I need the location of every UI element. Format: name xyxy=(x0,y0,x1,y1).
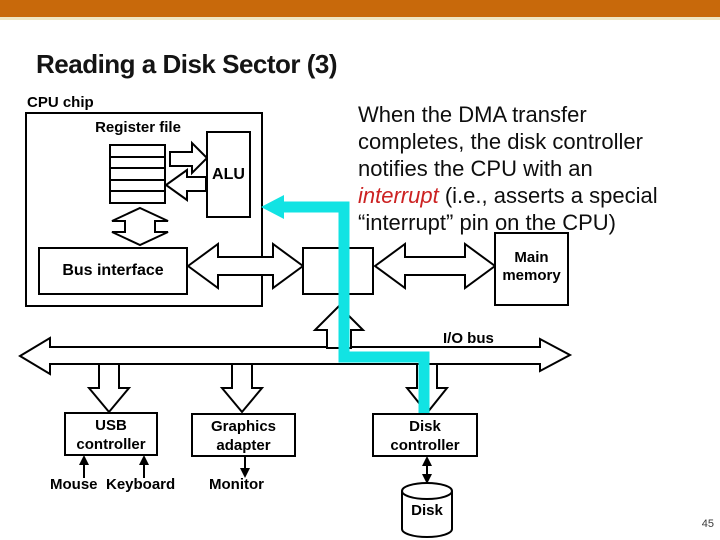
body-text-line: completes, the disk controller xyxy=(358,129,643,154)
monitor-label: Monitor xyxy=(209,476,264,493)
regfile-to-alu-arrow xyxy=(169,140,209,176)
main-memory-line1: Main xyxy=(514,249,549,266)
graphics-adapter-label: Graphics adapter xyxy=(192,417,295,455)
main-memory-label: Main memory xyxy=(495,249,568,285)
disk-link-arrow xyxy=(422,456,432,484)
graphics-adapter-box xyxy=(191,413,296,457)
mouse-label: Mouse xyxy=(50,476,98,493)
body-text-line4-rest: (i.e., asserts a special xyxy=(438,183,658,208)
interrupt-highlight-arrow xyxy=(261,195,430,413)
usb-controller-line1: USB xyxy=(95,417,127,434)
disk-cylinder xyxy=(401,482,453,538)
disk-controller-label: Disk controller xyxy=(373,417,477,455)
keyboard-label: Keyboard xyxy=(106,476,176,493)
alu-label: ALU xyxy=(212,166,245,183)
graphics-adapter-line2: adapter xyxy=(216,437,271,454)
alu-box xyxy=(206,131,251,218)
main-memory-box xyxy=(494,232,569,306)
main-memory-line2: memory xyxy=(502,267,561,284)
body-text-line: “interrupt” pin on the CPU) xyxy=(358,210,616,235)
bus-to-graphics-arrow xyxy=(219,363,265,414)
interrupt-word: interrupt xyxy=(358,183,439,208)
bus-interface-box xyxy=(38,247,188,295)
body-text-line: interrupt (i.e., asserts a special xyxy=(358,182,708,209)
bus-to-usb-arrow xyxy=(86,363,132,414)
regfile-businterface-arrow xyxy=(111,206,169,247)
body-text: When the DMA transfer completes, the dis… xyxy=(358,101,708,236)
mouse-arrow xyxy=(79,455,89,478)
register-file-label: Register file xyxy=(95,119,181,136)
disk-controller-line2: controller xyxy=(390,437,460,454)
register-file-box xyxy=(109,144,166,204)
keyboard-arrow xyxy=(139,455,149,478)
page-number: 45 xyxy=(701,518,714,530)
usb-controller-label: USB controller xyxy=(65,416,157,454)
slide-accent-bar xyxy=(0,0,720,20)
monitor-arrow xyxy=(240,457,250,478)
body-text-line: notifies the CPU with an xyxy=(358,156,593,181)
usb-controller-line2: controller xyxy=(76,436,146,453)
disk-controller-line1: Disk xyxy=(409,418,441,435)
bridge-memory-arrow xyxy=(373,242,497,290)
usb-controller-box xyxy=(64,412,158,456)
io-bus-arrow xyxy=(18,336,573,376)
body-text-line: When the DMA transfer xyxy=(358,102,587,127)
graphics-adapter-line1: Graphics xyxy=(210,418,277,435)
slide-title: Reading a Disk Sector (3) xyxy=(36,49,338,79)
disk-label: Disk xyxy=(411,502,443,519)
io-bus-label: I/O bus xyxy=(443,330,494,347)
bus-interface-label: Bus interface xyxy=(62,262,164,279)
disk-controller-box xyxy=(372,413,478,457)
cpu-chip-label: CPU chip xyxy=(27,94,94,111)
io-bridge-box xyxy=(302,247,374,295)
alu-to-regfile-arrow xyxy=(164,168,207,202)
